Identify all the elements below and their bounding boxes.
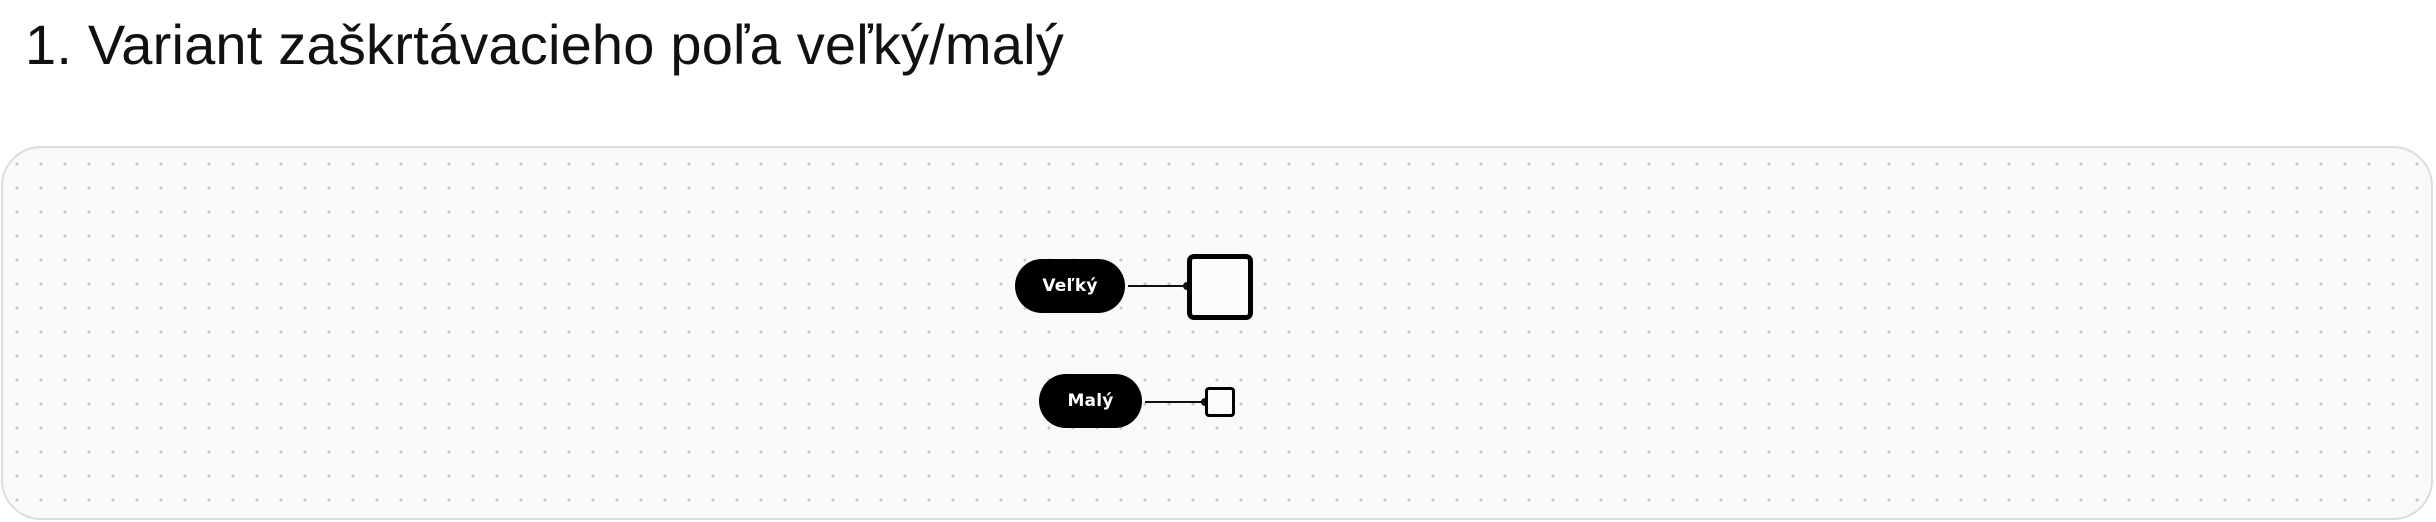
page-title: 1. Variant zaškrtávacieho poľa veľký/mal… — [25, 13, 1064, 76]
connector-line-small — [1145, 401, 1205, 403]
checkbox-small[interactable] — [1205, 387, 1235, 417]
checkbox-large[interactable] — [1187, 254, 1253, 320]
connector-line-large — [1128, 285, 1187, 287]
variant-label-small: Malý — [1039, 374, 1142, 428]
variant-label-large: Veľký — [1015, 259, 1125, 313]
diagram-canvas: Veľký Malý — [1, 146, 2433, 520]
